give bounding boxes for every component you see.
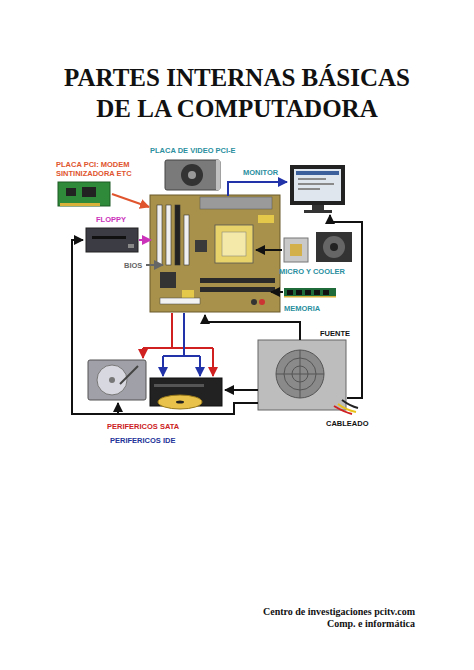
part-label: FLOPPY bbox=[96, 215, 126, 224]
part-label: FUENTE bbox=[320, 329, 350, 338]
part-label: BIOS bbox=[124, 261, 142, 270]
power-supply bbox=[258, 340, 358, 414]
motherboard bbox=[150, 195, 280, 312]
pci-card bbox=[58, 182, 110, 206]
credit-line: Comp. e informática bbox=[327, 618, 415, 630]
part-label: PLACA PCI: MODEM SINTINIZADORA ETC bbox=[56, 160, 146, 178]
part-label: PLACA DE VIDEO PCI-E bbox=[150, 146, 236, 155]
part-label: MEMORIA bbox=[284, 304, 320, 313]
memory-module bbox=[284, 288, 336, 298]
credit-line: Centro de investigaciones pcitv.com bbox=[263, 606, 415, 618]
cpu-and-cooler bbox=[284, 232, 352, 262]
part-label: MONITOR bbox=[243, 168, 278, 177]
part-label: PERIFERICOS IDE bbox=[110, 436, 175, 445]
part-label: PERIFERICOS SATA bbox=[107, 422, 179, 431]
part-label: CABLEADO bbox=[326, 419, 369, 428]
part-label: MICRO Y COOLER bbox=[279, 267, 345, 276]
page-title: PARTES INTERNAS BÁSICAS DE LA COMPUTADOR… bbox=[52, 62, 422, 124]
video-card bbox=[165, 160, 220, 190]
optical-drive bbox=[150, 378, 222, 409]
hard-disk bbox=[88, 360, 146, 400]
monitor bbox=[290, 165, 345, 213]
floppy-drive bbox=[86, 228, 138, 252]
